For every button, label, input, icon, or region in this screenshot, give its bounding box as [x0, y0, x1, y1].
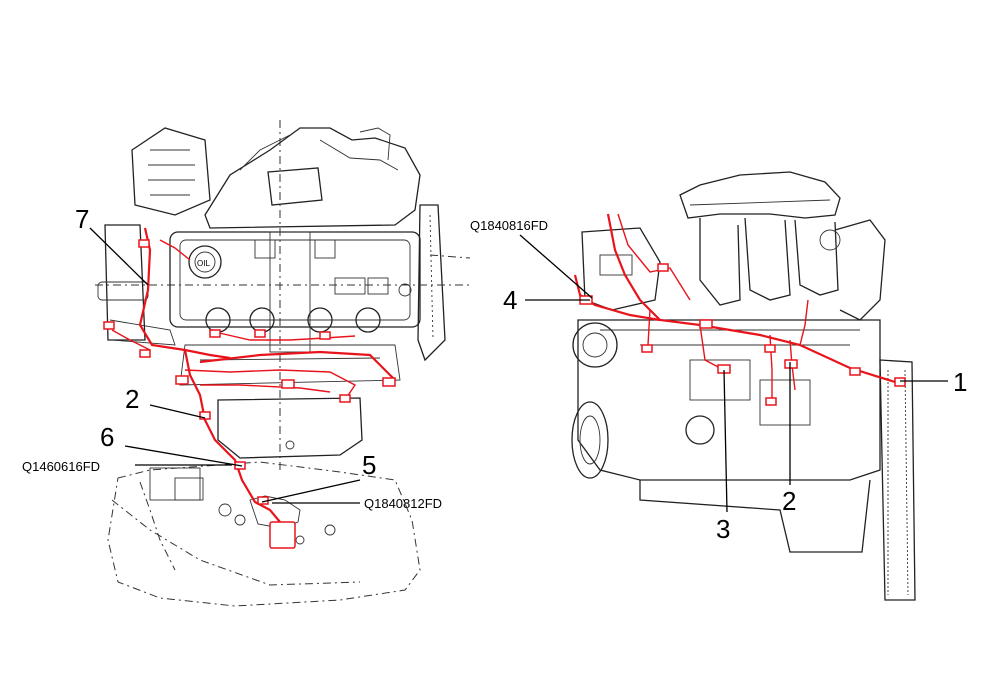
left-callout-leaders — [89, 227, 361, 504]
right-engine-block — [571, 171, 916, 601]
right-engine-view — [519, 171, 948, 601]
code-q1840816fd: Q1840816FD — [470, 218, 548, 233]
left-wiring-harness — [103, 227, 396, 549]
chassis-frame-outline — [107, 461, 421, 607]
right-callout-leaders — [519, 234, 948, 513]
callout-1: 1 — [953, 367, 967, 397]
left-engine-view: OIL — [89, 120, 471, 607]
code-q1460616fd: Q1460616FD — [22, 459, 100, 474]
callout-6: 6 — [100, 422, 114, 452]
callout-7: 7 — [75, 204, 89, 234]
code-q1840812fd: Q1840812FD — [364, 496, 442, 511]
callout-2-left: 2 — [125, 384, 139, 414]
callout-4: 4 — [503, 285, 517, 315]
right-wiring-harness — [573, 213, 906, 406]
oil-filler-cap-icon: OIL — [188, 245, 222, 279]
left-engine-block: OIL — [95, 120, 471, 470]
callout-3: 3 — [716, 514, 730, 544]
svg-text:OIL: OIL — [197, 259, 210, 268]
flywheel — [879, 359, 916, 601]
callout-2-right: 2 — [782, 486, 796, 516]
callout-5: 5 — [362, 450, 376, 480]
